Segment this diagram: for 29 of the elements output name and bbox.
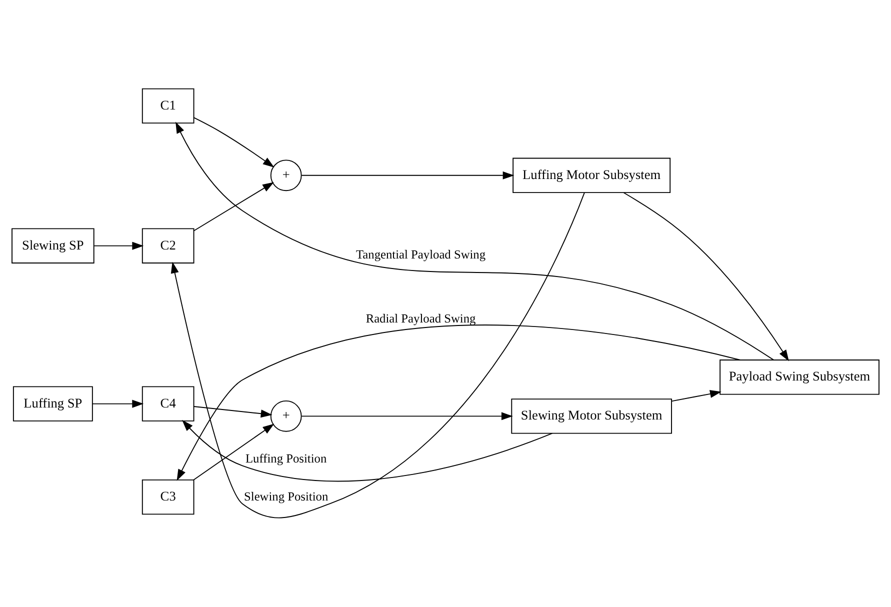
node-box: C4 <box>142 386 194 422</box>
arrow <box>623 192 789 362</box>
node-box: Luffing SP <box>12 386 93 422</box>
arrow <box>170 192 585 518</box>
arrow <box>301 412 513 420</box>
edge-label: Radial Payload Swing <box>366 311 476 326</box>
arrow <box>94 242 144 250</box>
edge-label: Slewing Position <box>244 489 328 504</box>
arrow <box>182 420 553 482</box>
arrow <box>671 390 722 402</box>
node-box: Slewing SP <box>12 228 94 264</box>
arrow <box>176 122 774 360</box>
node-box: C2 <box>142 228 194 264</box>
arrow <box>301 171 514 180</box>
node-box: Payload Swing Subsystem <box>720 360 880 395</box>
arrow <box>92 400 144 408</box>
edge-label: Luffing Position <box>246 451 327 466</box>
node-box: Luffing Motor Subsystem <box>512 158 671 194</box>
node-circle: + <box>270 400 302 432</box>
node-box: Slewing Motor Subsystem <box>511 398 672 434</box>
arrow <box>193 117 274 168</box>
arrow <box>193 182 274 232</box>
arrow <box>176 324 741 481</box>
arrow <box>193 424 274 480</box>
node-box: C3 <box>142 479 194 515</box>
node-box: C1 <box>142 88 194 124</box>
node-circle: + <box>270 160 302 192</box>
edge-label: Tangential Payload Swing <box>356 248 486 262</box>
arrow <box>193 406 272 418</box>
